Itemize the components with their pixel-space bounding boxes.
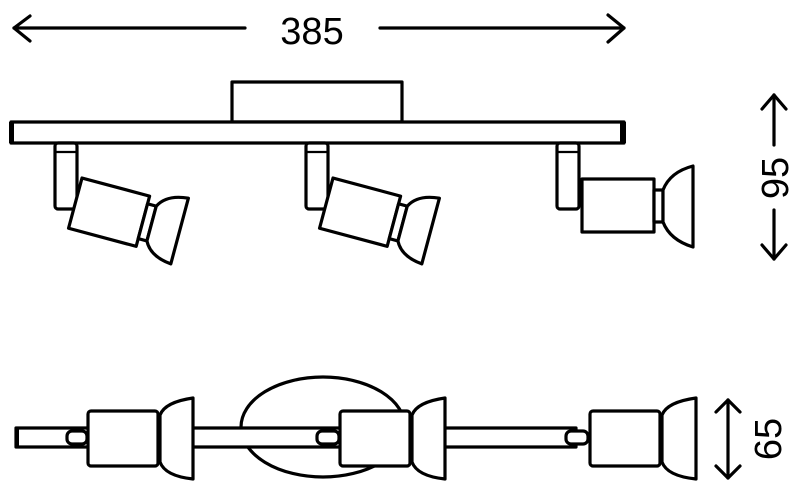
height-dimension-label: 95 <box>755 157 795 199</box>
spot-3-reflector <box>661 164 695 249</box>
double-arrow-vertical-icon <box>714 398 742 480</box>
front-view <box>9 80 695 266</box>
top-view <box>14 375 698 481</box>
arrow-up-icon <box>760 93 788 147</box>
spot-3-front <box>555 141 695 249</box>
arrow-down-icon <box>760 208 788 261</box>
spot-1-reflector <box>145 195 190 266</box>
spot-3-housing <box>580 177 656 234</box>
bar-end-cap-left <box>9 122 14 143</box>
spot-2-reflector <box>396 195 441 266</box>
width-dimension-label: 385 <box>280 11 343 53</box>
spot-1-top <box>65 396 195 481</box>
spot-3-top <box>564 396 698 481</box>
bar-end-cap-top <box>15 428 19 447</box>
mounting-bar <box>9 120 626 145</box>
spot-2-top <box>315 396 447 481</box>
spot-1-stem <box>53 141 79 211</box>
spot-2-front <box>304 141 441 266</box>
depth-dimension-label: 65 <box>748 418 790 460</box>
arrow-right-icon <box>378 13 626 44</box>
canopy <box>230 80 404 124</box>
spot-1-front <box>53 141 190 266</box>
bar-end-cap-right <box>620 122 626 143</box>
spot-2-stem <box>304 141 330 211</box>
height-dimension: 95 <box>755 93 795 261</box>
arrow-left-icon <box>12 14 247 43</box>
depth-dimension: 65 <box>714 398 790 480</box>
spot-3-stem <box>555 141 581 211</box>
width-dimension: 385 <box>12 11 626 53</box>
